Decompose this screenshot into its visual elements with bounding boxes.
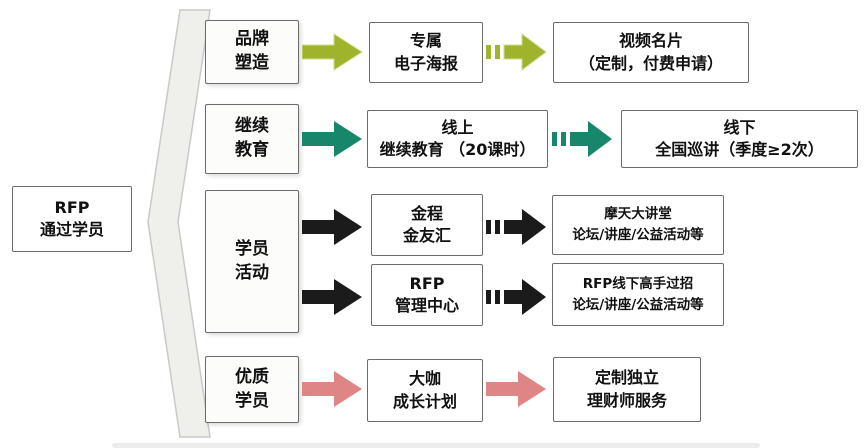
- category-box-student-activities: 学员 活动: [205, 190, 299, 333]
- arrow-stripe: [561, 132, 566, 146]
- node-skyscraper-lecture-hall: 摩天大讲堂 论坛/讲座/公益活动等: [552, 195, 724, 255]
- arrow-stripe: [486, 45, 491, 59]
- node-label: 线上 继续教育 （20课时）: [379, 117, 536, 159]
- arrow-shape: [503, 33, 547, 71]
- arrow-stripe: [495, 290, 500, 304]
- brace-polygon: [147, 9, 211, 438]
- node-label: 金程 金友汇: [402, 203, 451, 245]
- node-label: RFP 管理中心: [394, 273, 459, 315]
- striped-arrow-education-2: [552, 121, 612, 157]
- arrow-stripe: [495, 45, 500, 59]
- node-label: 定制独立 理财师服务: [586, 368, 667, 410]
- arrow-stripe: [486, 220, 491, 234]
- arrow-stripe: [552, 132, 557, 146]
- category-box-continuing-education: 继续 教育: [205, 104, 299, 174]
- node-jincheng-jinyouhui: 金程 金友汇: [371, 194, 483, 256]
- block-arrow-activities-b1: [302, 279, 362, 315]
- node-rfp-offline-masters-match: RFP线下高手过招 论坛/讲座/公益活动等: [552, 263, 724, 326]
- category-label: 学员 活动: [235, 238, 269, 283]
- arrow-shape: [504, 279, 546, 315]
- source-label: RFP 通过学员: [39, 197, 104, 239]
- node-video-business-card: 视频名片 （定制，付费申请）: [553, 22, 749, 83]
- node-online-continuing-education: 线上 继续教育 （20课时）: [367, 110, 548, 168]
- arrow-shape: [302, 279, 362, 315]
- category-box-premium-students: 优质 学员: [205, 356, 299, 423]
- source-box-rfp-graduates: RFP 通过学员: [12, 186, 132, 252]
- block-arrow-brand-1: [302, 33, 363, 71]
- arrow-shape: [302, 33, 363, 71]
- node-custom-independent-advisor-service: 定制独立 理财师服务: [553, 357, 701, 422]
- node-label: 线下 全国巡讲（季度≥2次）: [655, 117, 824, 159]
- block-arrow-premium-2: [486, 371, 546, 407]
- category-box-brand-building: 品牌 塑造: [205, 20, 299, 84]
- node-rfp-management-center: RFP 管理中心: [371, 264, 483, 326]
- block-arrow-education-1: [302, 121, 362, 157]
- block-arrow-premium-1: [302, 371, 362, 407]
- node-label: 大咖 成长计划: [392, 369, 457, 411]
- category-label: 品牌 塑造: [235, 29, 269, 73]
- striped-arrow-activities-b2: [486, 279, 546, 315]
- node-label: 视频名片 （定制，付费申请）: [578, 31, 723, 73]
- arrow-shape: [570, 121, 612, 157]
- node-offline-national-tour: 线下 全国巡讲（季度≥2次）: [621, 110, 858, 168]
- arrow-stripe: [486, 290, 491, 304]
- category-label: 继续 教育: [235, 116, 269, 160]
- striped-arrow-activities-a2: [486, 209, 546, 245]
- node-exclusive-eposter: 专属 电子海报: [369, 22, 483, 83]
- block-arrow-activities-a1: [302, 209, 362, 245]
- arrow-shape: [302, 371, 362, 407]
- node-label: RFP线下高手过招 论坛/讲座/公益活动等: [572, 275, 704, 313]
- node-mentor-growth-plan: 大咖 成长计划: [367, 359, 483, 422]
- arrow-stripe: [495, 220, 500, 234]
- node-label: 摩天大讲堂 论坛/讲座/公益活动等: [572, 206, 704, 243]
- arrow-shape: [504, 209, 546, 245]
- striped-arrow-brand-2: [486, 33, 547, 71]
- bottom-edge-artifact: [112, 443, 760, 448]
- category-label: 优质 学员: [235, 366, 269, 411]
- arrow-shape: [486, 371, 546, 407]
- node-label: 专属 电子海报: [393, 31, 458, 73]
- arrow-shape: [302, 121, 362, 157]
- arrow-shape: [302, 209, 362, 245]
